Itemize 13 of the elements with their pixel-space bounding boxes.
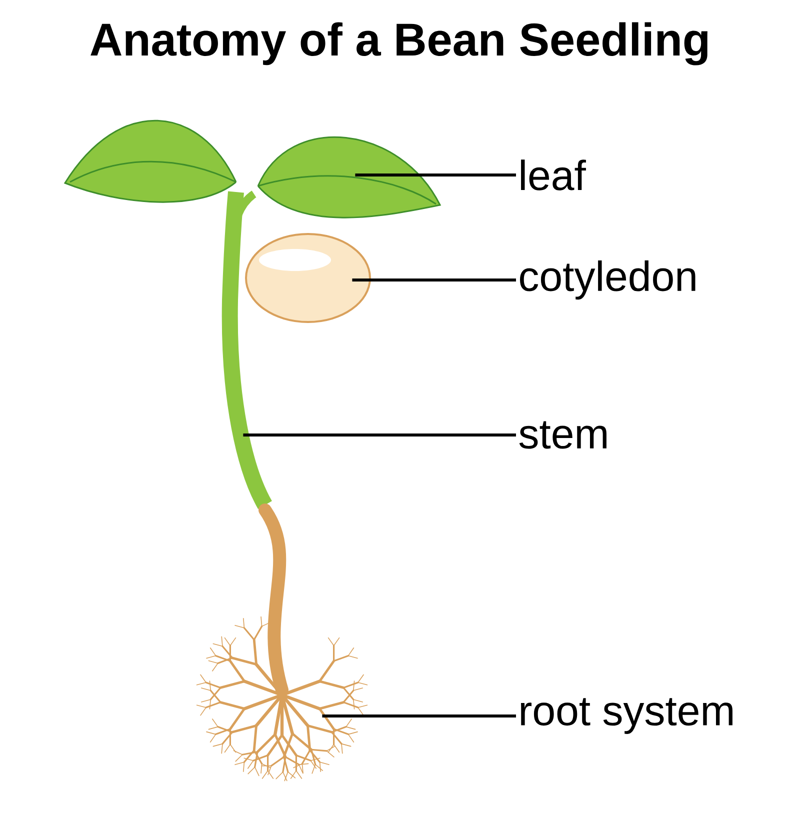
cotyledon-drawing [245,233,371,323]
stem-drawing [222,190,272,509]
part-label: cotyledon [520,260,696,300]
part-label: root system [521,698,732,734]
leaf-drawing [64,120,441,218]
leader-line [243,434,516,436]
part-label: leaf [521,160,586,190]
leader-line [355,174,516,176]
leader-line [352,278,516,282]
leader-line [322,714,516,718]
title: Anatomy of a Bean Seedling [90,22,708,66]
part-label: stem [519,421,606,449]
root-system-drawing [196,504,368,782]
